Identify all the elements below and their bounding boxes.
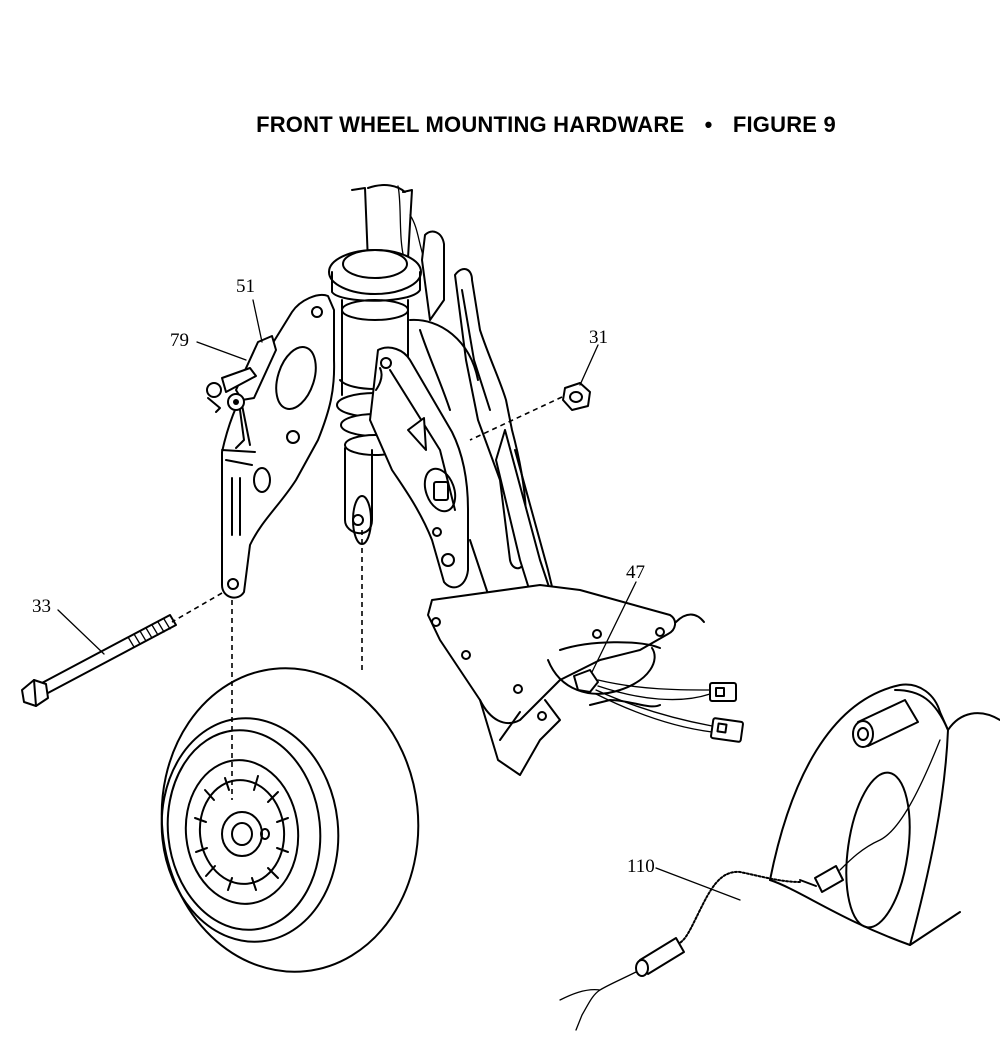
rear-shroud <box>769 683 1000 946</box>
title-separator: • <box>704 112 713 137</box>
front-wheel <box>160 667 420 973</box>
callout-47: 47 <box>626 562 645 583</box>
callout-110: 110 <box>627 856 655 877</box>
hex-nut-31 <box>562 382 591 411</box>
callout-31: 31 <box>589 327 608 348</box>
base-mount-plate <box>427 584 705 776</box>
assembly-guide-lines <box>171 396 563 800</box>
brake-lever-assembly <box>206 335 277 449</box>
figure-title-text: FRONT WHEEL MOUNTING HARDWARE <box>256 112 685 137</box>
sensor-cable-110 <box>559 870 801 1031</box>
figure-title: FRONT WHEEL MOUNTING HARDWARE • FIGURE 9 <box>0 112 1000 138</box>
harness-connectors <box>573 669 744 743</box>
right-fork-plate <box>344 346 469 589</box>
callout-33: 33 <box>32 596 51 617</box>
callout-79: 79 <box>170 330 189 351</box>
callout-leaders <box>57 299 741 901</box>
axle-bolt-33 <box>21 614 177 707</box>
figure-number: FIGURE 9 <box>732 112 836 137</box>
callout-51: 51 <box>236 276 255 297</box>
